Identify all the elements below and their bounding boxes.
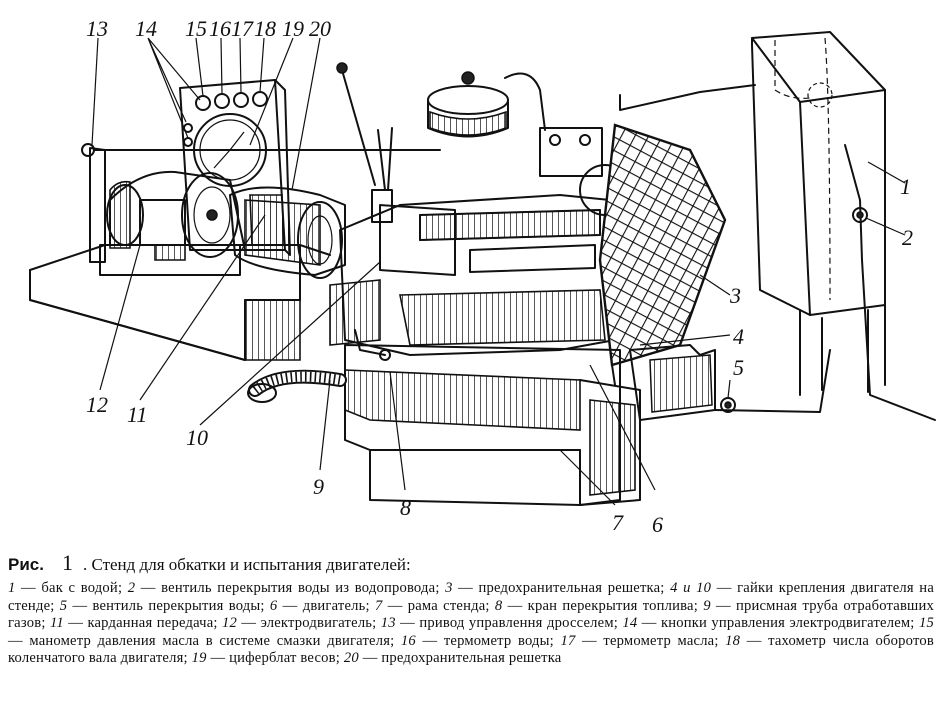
callout-8: 8 [400, 495, 411, 520]
exhaust-pipe [247, 369, 347, 403]
callout-6: 6 [652, 512, 663, 537]
legend-item: 9 — присмная труба отработавших газов; [8, 597, 934, 632]
callout-7: 7 [612, 510, 624, 535]
legend-item-text: термометр воды; [443, 632, 554, 649]
legend: 1 — бак с водой; 2 — вентиль перекрытия … [8, 580, 934, 668]
callout-5: 5 [733, 355, 744, 380]
legend-item-number: 2 [127, 580, 136, 596]
callout-1: 1 [900, 174, 911, 199]
legend-item-text: электродвигатель; [260, 615, 377, 632]
legend-item: 4 и 10 — гайки крепления двигателя на ст… [8, 580, 934, 614]
callout-9: 9 [313, 474, 324, 499]
legend-item-text: кнопки управления электродвигателем; [660, 615, 915, 632]
fuel-tap [354, 329, 391, 361]
callout-labels: 1 2 3 4 5 6 7 8 9 10 11 12 13 14 15 16 1… [86, 16, 913, 537]
engine [329, 62, 631, 356]
legend-item-number: 8 [494, 597, 503, 614]
stand-frame [344, 344, 641, 506]
legend-item-number: 17 [560, 632, 576, 649]
legend-item: 2 — вентиль перекрытия воды из водопрово… [127, 580, 440, 596]
legend-item-text: тахометр числа оборотов коленчатого вала… [8, 632, 934, 667]
callout-13: 13 [86, 16, 108, 41]
legend-item: 14 — кнопки управления электродвигателем… [622, 615, 915, 632]
legend-item-text: кран перекрытия топлива; [527, 597, 698, 614]
legend-item-text: привод управлення дросселем; [419, 615, 619, 632]
callout-2: 2 [902, 225, 913, 250]
callout-16: 16 [209, 16, 231, 41]
legend-item-number: 15 [918, 615, 934, 632]
legend-item-number: 7 [374, 597, 383, 614]
throttle-drive [81, 143, 441, 263]
legend-item-text: вентиль перекрытия воды; [92, 597, 265, 614]
legend-item: 18 — тахометр числа оборотов коленчатого… [8, 632, 934, 667]
legend-item-number: 19 [191, 650, 207, 667]
callout-18: 18 [254, 16, 276, 41]
legend-item-text: циферблат весов; [229, 650, 340, 667]
water-tank [619, 31, 936, 421]
stand-base [29, 244, 331, 361]
leader-lines [91, 37, 906, 506]
legend-item-text: присмная труба отработавших газов; [8, 597, 934, 632]
legend-item: 19 — циферблат весов; [191, 650, 340, 667]
legend-item-number: 5 [59, 597, 68, 614]
legend-item: 1 — бак с водой; [8, 580, 123, 596]
legend-item-text: двигатель; [302, 597, 370, 614]
legend-item-text: термометр масла; [603, 632, 719, 649]
callout-10: 10 [186, 425, 208, 450]
legend-item: 11 — карданная передача; [49, 615, 218, 632]
callout-20: 20 [309, 16, 331, 41]
legend-item-number: 16 [400, 632, 416, 649]
callout-4: 4 [733, 324, 744, 349]
legend-item-number: 20 [343, 650, 359, 667]
legend-item: 3 — предохранительная решетка; [445, 580, 665, 596]
legend-item-text: карданная передача; [87, 615, 218, 632]
electric-motor [99, 170, 246, 276]
callout-12: 12 [86, 392, 108, 417]
legend-item: 5 — вентиль перекрытия воды; [59, 597, 265, 614]
legend-item-number: 11 [49, 615, 64, 632]
callout-17: 17 [231, 16, 254, 41]
legend-item: 6 — двигатель; [269, 597, 370, 614]
callout-3: 3 [729, 283, 741, 308]
legend-item-number: 14 [622, 615, 638, 632]
legend-item-number: 9 [703, 597, 711, 614]
callout-19: 19 [282, 16, 304, 41]
protective-grille [598, 123, 727, 386]
legend-item: 17 — термометр масла; [560, 632, 719, 649]
legend-item: 13 — привод управлення дросселем; [380, 615, 619, 632]
legend-item-text: предохранительная решетка [381, 650, 562, 667]
callout-14: 14 [135, 16, 157, 41]
legend-item: 16 — термометр воды; [400, 632, 554, 649]
legend-item-text: предохранительная решетка; [478, 580, 665, 596]
figure-caption: Рис. 1 . Стенд для обкатки и испытания дви… [8, 552, 934, 668]
legend-item-text: манометр давления масла в системе смазки… [29, 632, 395, 649]
legend-item-number: 13 [380, 615, 396, 632]
engine-test-stand-illustration: 1 2 3 4 5 6 7 8 9 10 11 12 13 14 15 16 1… [29, 16, 936, 537]
caption-prefix: Рис. [8, 555, 44, 574]
legend-item-number: 18 [725, 632, 741, 649]
legend-item-number: 4 и 10 [670, 580, 712, 596]
legend-item-number: 12 [222, 615, 238, 632]
legend-item-text: рама стенда; [407, 597, 490, 614]
callout-11: 11 [127, 402, 147, 427]
instrument-panel [179, 79, 291, 256]
callout-15: 15 [185, 16, 207, 41]
legend-item-text: гайки крепления двигателя на стенде; [8, 580, 934, 614]
legend-item: 15 — манометр давления масла в системе с… [8, 615, 934, 649]
legend-item-number: 6 [269, 597, 278, 614]
legend-item: 12 — электродвигатель; [222, 615, 377, 632]
caption-number: 1 [61, 550, 73, 575]
legend-item: 8 — кран перекрытия топлива; [494, 597, 698, 614]
legend-item: 20 — предохранительная решетка [343, 650, 562, 667]
caption-title: Рис. 1 . Стенд для обкатки и испытания дви… [8, 552, 934, 576]
legend-item: 7 — рама стенда; [374, 597, 490, 614]
legend-item-text: бак с водой; [41, 580, 123, 596]
legend-item-number: 1 [8, 580, 16, 596]
legend-item-text: вентиль перекрытия воды из водопровода; [161, 580, 440, 596]
legend-item-number: 3 [445, 580, 453, 596]
caption-title-text: . Стенд для обкатки и испытания двигател… [82, 555, 411, 574]
